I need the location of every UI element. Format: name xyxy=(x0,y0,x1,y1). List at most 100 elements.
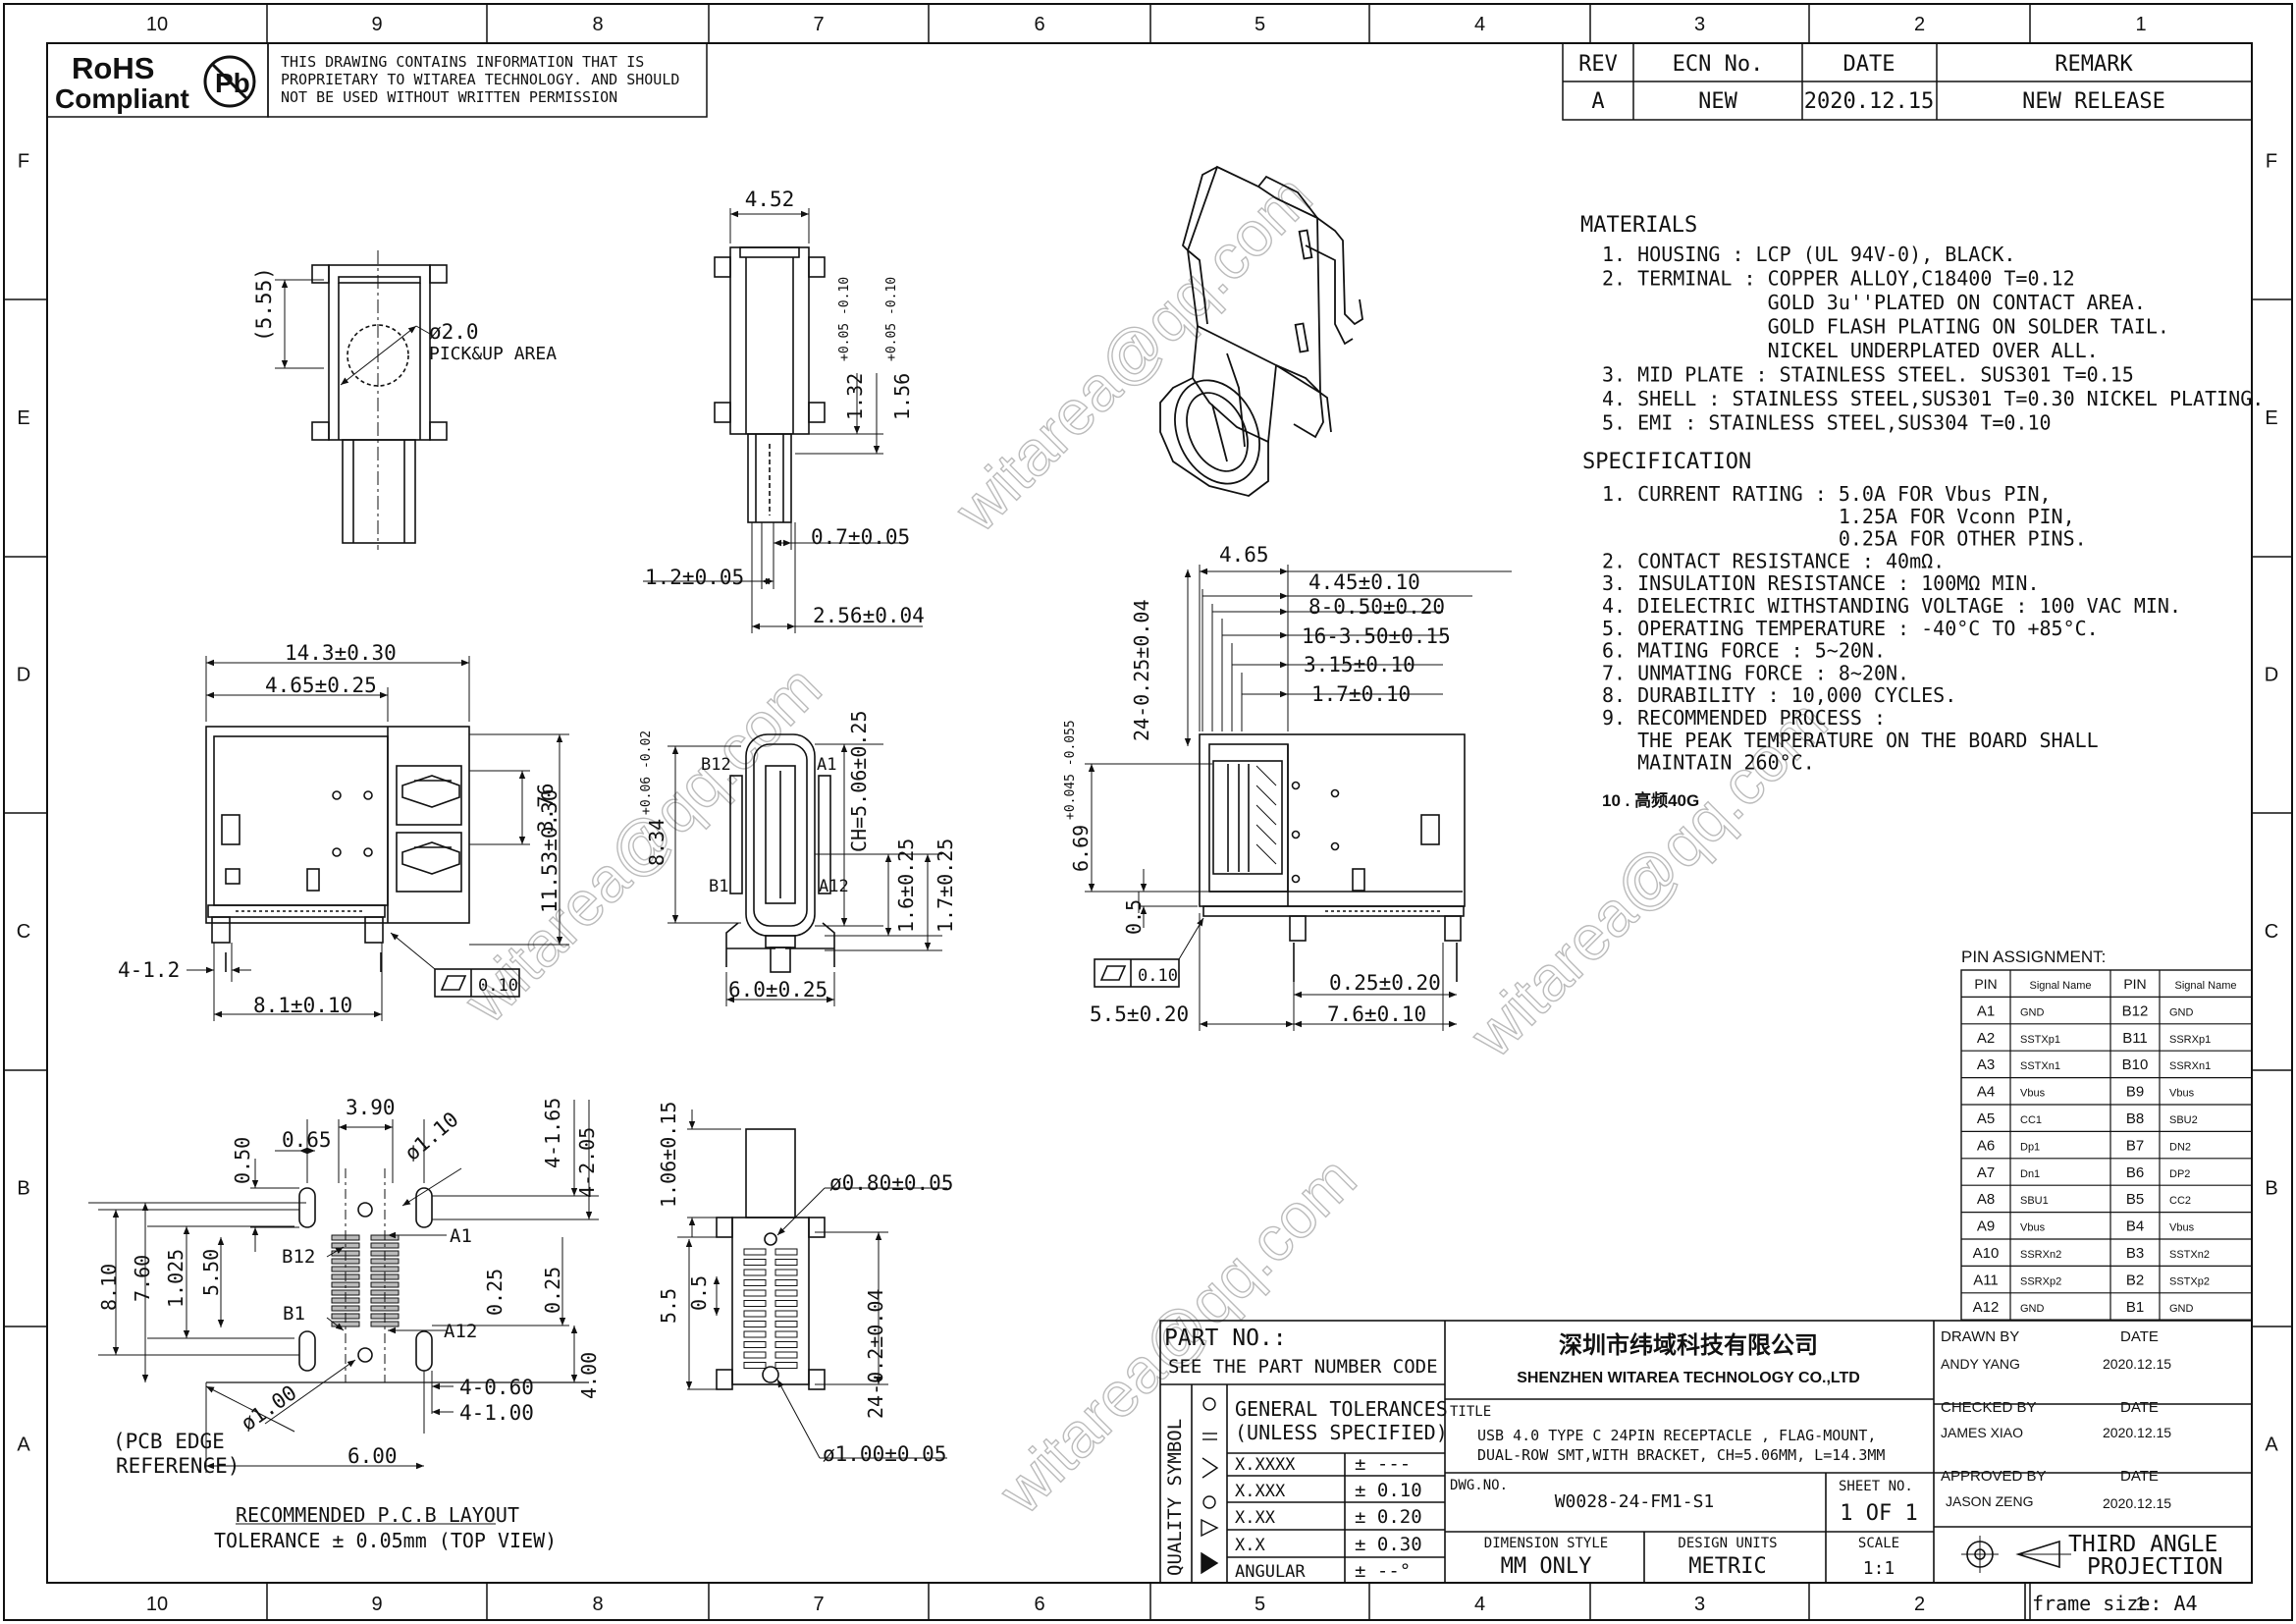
materials-line: 2. TERMINAL : COPPER ALLOY,C18400 T=0.12 xyxy=(1602,267,2075,291)
grid-row-label: A xyxy=(2265,1435,2278,1456)
pcb-label-b12: B12 xyxy=(282,1246,315,1268)
watermark: witarea@qq.com xyxy=(940,161,1325,546)
pcb-dim-025-b: 0.25 xyxy=(541,1267,564,1314)
dim-156: 1.56 xyxy=(890,373,914,420)
grid-column-label: 9 xyxy=(371,14,382,35)
dim-315: 3.15±0.10 xyxy=(1304,653,1415,677)
frame-size-label: frame size: A4 xyxy=(2032,1592,2198,1615)
pin-table-cell: B1 xyxy=(2126,1299,2144,1316)
tolerance-precision: X.X xyxy=(1235,1536,1265,1555)
specification-line: 7. UNMATING FORCE : 8~20N. xyxy=(1602,661,1909,684)
pin-table-cell: SBU1 xyxy=(2020,1195,2049,1207)
pcb-dim-4-165: 4-1.65 xyxy=(541,1098,564,1168)
approved-by-label: APPROVED BY xyxy=(1941,1468,2047,1485)
notice-line: THIS DRAWING CONTAINS INFORMATION THAT I… xyxy=(281,53,644,71)
pin-table-cell: B12 xyxy=(2122,1002,2149,1019)
sheet-no-value: 1 OF 1 xyxy=(1840,1501,1917,1526)
specification-line: 8. DURABILITY : 10,000 CYCLES. xyxy=(1602,683,1956,707)
pin-table-cell: SBU2 xyxy=(2169,1114,2198,1126)
pin-table-cell: Dp1 xyxy=(2020,1141,2040,1153)
grid-column-label: 4 xyxy=(1474,14,1485,35)
tolerance-precision: X.XX xyxy=(1235,1508,1276,1528)
grid-column-ticks xyxy=(266,4,2031,1620)
title-block xyxy=(1159,1320,2253,1620)
pcb-label-a12: A12 xyxy=(444,1321,477,1342)
dim-diameter-2: ø2.0 xyxy=(429,320,479,344)
pin-table-cell: B9 xyxy=(2126,1084,2144,1101)
pcb-dim-810: 8.10 xyxy=(97,1264,121,1311)
specification-notes: SPECIFICATION 1. CURRENT RATING : 5.0A F… xyxy=(1582,450,2181,810)
grid-column-label: 10 xyxy=(146,14,168,35)
general-tolerances-label: GENERAL TOLERANCES xyxy=(1235,1397,1448,1421)
grid-column-label: 10 xyxy=(146,1594,168,1615)
tolerance-value: ± 0.20 xyxy=(1355,1506,1422,1528)
pin-table-cell: SSRXp1 xyxy=(2169,1034,2211,1046)
drawn-by-label: DRAWN BY xyxy=(1941,1328,2019,1345)
pin-table-cell: B7 xyxy=(2126,1137,2144,1154)
pcb-dim-1025: 1.025 xyxy=(164,1249,187,1308)
materials-notes: MATERIALS 1. HOUSING : LCP (UL 94V-0), B… xyxy=(1580,213,2264,435)
checked-by-label: CHECKED BY xyxy=(1941,1399,2037,1416)
side-view-drawing xyxy=(643,208,923,633)
dimension-style-value: MM ONLY xyxy=(1501,1554,1592,1579)
part-no-value: SEE THE PART NUMBER CODE xyxy=(1168,1356,1438,1378)
grid-column-label: 7 xyxy=(813,1594,824,1615)
scale-value: 1:1 xyxy=(1863,1558,1896,1579)
checked-date-value: 2020.12.15 xyxy=(2103,1425,2171,1440)
pin-table-cell: Vbus xyxy=(2020,1088,2046,1100)
dim-16-350: 16-3.50±0.15 xyxy=(1302,624,1451,648)
pin-table-cell: SSRXn2 xyxy=(2020,1249,2061,1261)
pcb-dim-110: ø1.10 xyxy=(400,1108,463,1165)
rev-header: REV xyxy=(1578,52,1618,77)
bottom-dim-24-02: 24-0.2±0.04 xyxy=(864,1289,887,1419)
dim-025: 0.25±0.20 xyxy=(1329,971,1441,995)
dim-256: 2.56±0.04 xyxy=(813,604,925,627)
pin-table-cell: A6 xyxy=(1977,1137,1995,1154)
specification-line: 2. CONTACT RESISTANCE : 40mΩ. xyxy=(1602,549,1945,572)
grid-column-label: 2 xyxy=(1914,1594,1925,1615)
front-view-drawing xyxy=(187,656,569,1021)
tolerance-value: ± --° xyxy=(1355,1560,1411,1582)
pin-table-cell: DP2 xyxy=(2169,1168,2190,1180)
rohs-title: RoHS xyxy=(72,51,154,85)
pin-table-cell: GND xyxy=(2020,1006,2045,1018)
pin-table-cell: CC2 xyxy=(2169,1195,2191,1207)
dim-465-b: 4.65 xyxy=(1219,543,1269,567)
dim-60: 6.0±0.25 xyxy=(728,978,828,1001)
grid-row-label: F xyxy=(2266,151,2277,173)
approved-by-value: JASON ZENG xyxy=(1946,1493,2033,1509)
pin-label-b12: B12 xyxy=(701,755,731,775)
dim-05: 0.5 xyxy=(1122,899,1146,935)
pcb-layout-tolerance: TOLERANCE ± 0.05mm (TOP VIEW) xyxy=(214,1529,557,1552)
pin-table-cell: DN2 xyxy=(2169,1141,2191,1153)
pcb-dim-4-205: 4-2.05 xyxy=(575,1127,599,1198)
sheet-no-label: SHEET NO. xyxy=(1839,1479,1913,1494)
pin-table-cell: B3 xyxy=(2126,1245,2144,1262)
pcb-layout-title: RECOMMENDED P.C.B LAYOUT xyxy=(236,1503,519,1527)
dim-669-tol: +0.045 -0.055 xyxy=(1063,720,1078,820)
dim-81: 8.1±0.10 xyxy=(253,994,352,1017)
pin-table-cell: A9 xyxy=(1977,1218,1995,1235)
tolerance-precision: X.XXXX xyxy=(1235,1455,1296,1475)
company-name-en: SHENZHEN WITAREA TECHNOLOGY CO.,LTD xyxy=(1517,1370,1860,1386)
tolerance-value: ± --- xyxy=(1355,1453,1411,1475)
dimension-style-label: DIMENSION STYLE xyxy=(1484,1536,1608,1551)
dim-4-12: 4-1.2 xyxy=(118,958,180,982)
bottom-view-drawing xyxy=(677,1110,947,1459)
grid-column-label: 3 xyxy=(1694,1594,1705,1615)
dim-16: 1.6±0.25 xyxy=(894,839,918,933)
grid-row-label: B xyxy=(2265,1178,2277,1200)
grid-column-label: 3 xyxy=(1694,14,1705,35)
materials-title: MATERIALS xyxy=(1580,213,1697,238)
pin-table-header: PIN xyxy=(1974,976,1997,992)
revision-table: REV ECN No. DATE REMARK A NEW 2020.12.15… xyxy=(1562,42,2253,121)
pin-table-title: PIN ASSIGNMENT: xyxy=(1961,947,2106,966)
right-side-view-drawing xyxy=(1085,565,1512,1031)
dim-156-tol: +0.05 -0.10 xyxy=(884,277,899,361)
rev-value: A xyxy=(1591,89,1604,114)
pick-up-area-label: PICK&UP AREA xyxy=(429,344,557,364)
bottom-dim-100: ø1.00±0.05 xyxy=(823,1442,946,1466)
grid-column-label: 8 xyxy=(592,1594,603,1615)
dim-445: 4.45±0.10 xyxy=(1308,570,1420,594)
pcb-dim-4-060: 4-0.60 xyxy=(459,1376,534,1399)
